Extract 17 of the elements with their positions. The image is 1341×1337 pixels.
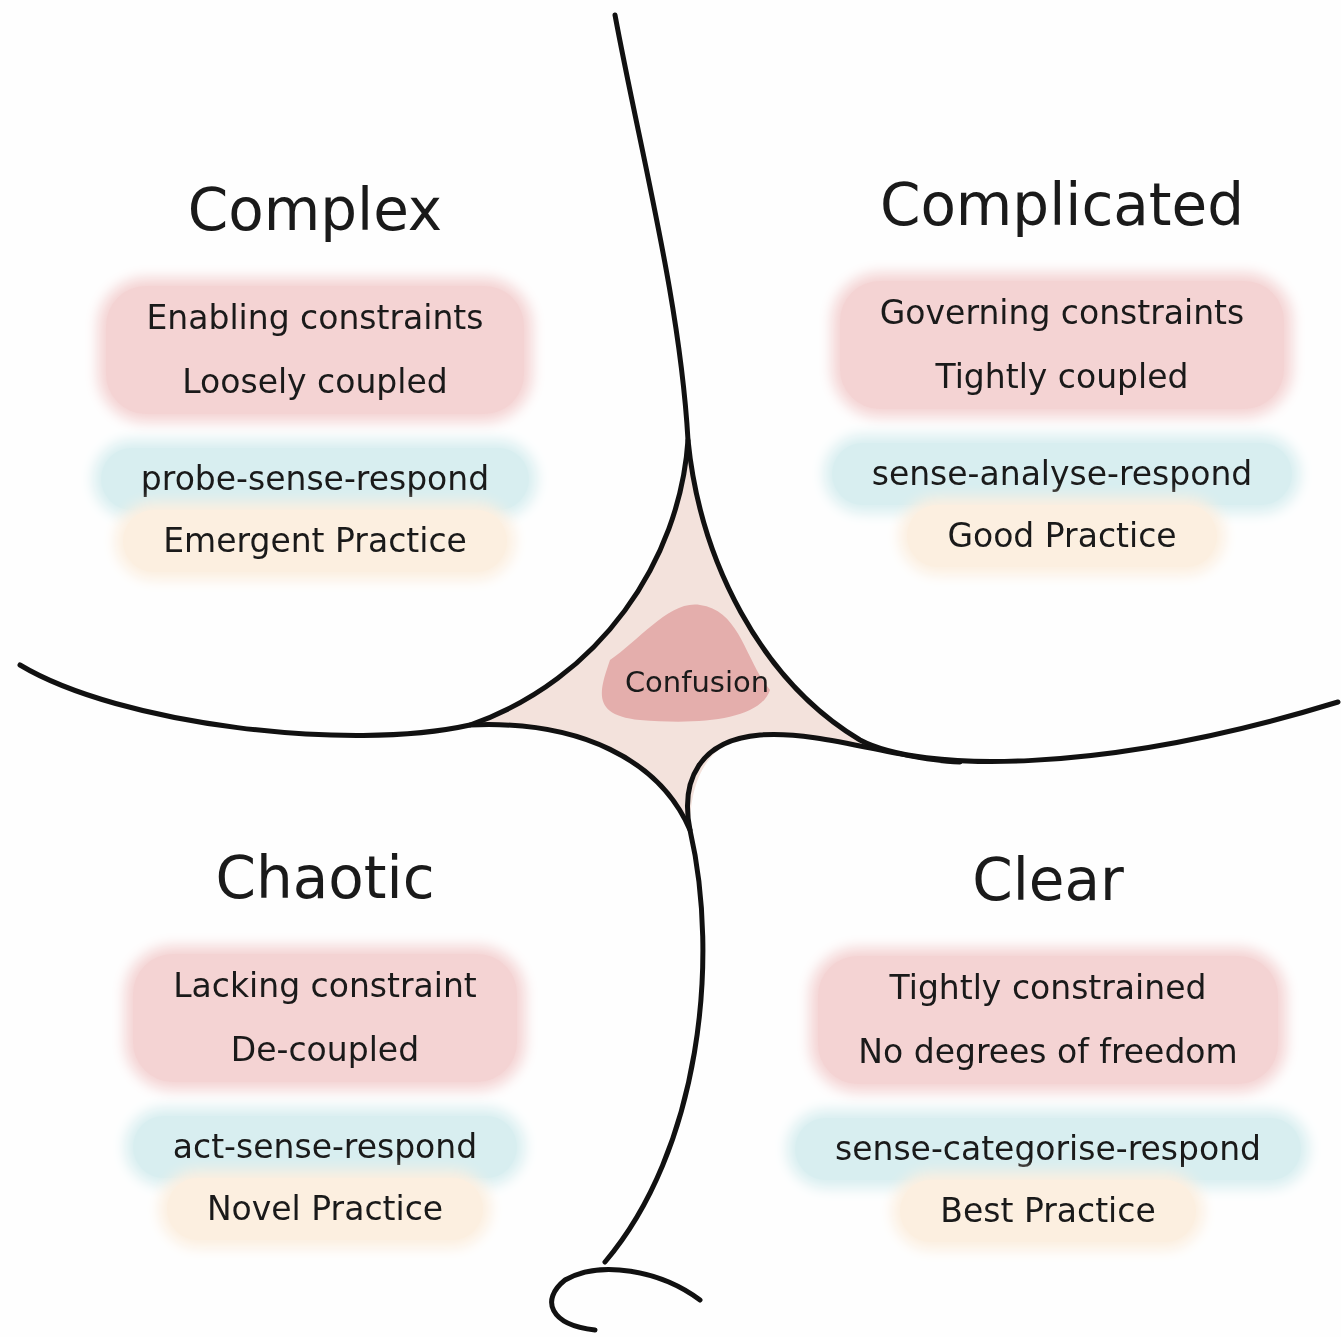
highlight-band: Novel Practice (166, 1178, 484, 1240)
highlight-band: Governing constraints Tightly coupled (839, 281, 1285, 409)
highlight-band: sense-analyse-respond (831, 443, 1293, 505)
highlight-band: act-sense-respond (132, 1116, 518, 1178)
domain-title: Complicated (879, 170, 1245, 241)
highlight-band: Enabling constraints Loosely coupled (106, 286, 524, 414)
domain-title: Chaotic (215, 843, 435, 914)
highlight-band: Emergent Practice (123, 510, 507, 572)
domain-title: Complex (187, 175, 443, 246)
domain-title: Clear (972, 845, 1124, 916)
highlight-band: Lacking constraint De-coupled (133, 954, 517, 1082)
domain-label: Confusion (624, 665, 770, 699)
highlight-band: Best Practice (900, 1180, 1196, 1242)
highlight-band: Good Practice (907, 505, 1217, 567)
highlight-band: probe-sense-respond (100, 448, 530, 510)
highlight-band: Tightly constrained No degrees of freedom (818, 956, 1278, 1084)
highlight-band: sense-categorise-respond (794, 1118, 1301, 1180)
